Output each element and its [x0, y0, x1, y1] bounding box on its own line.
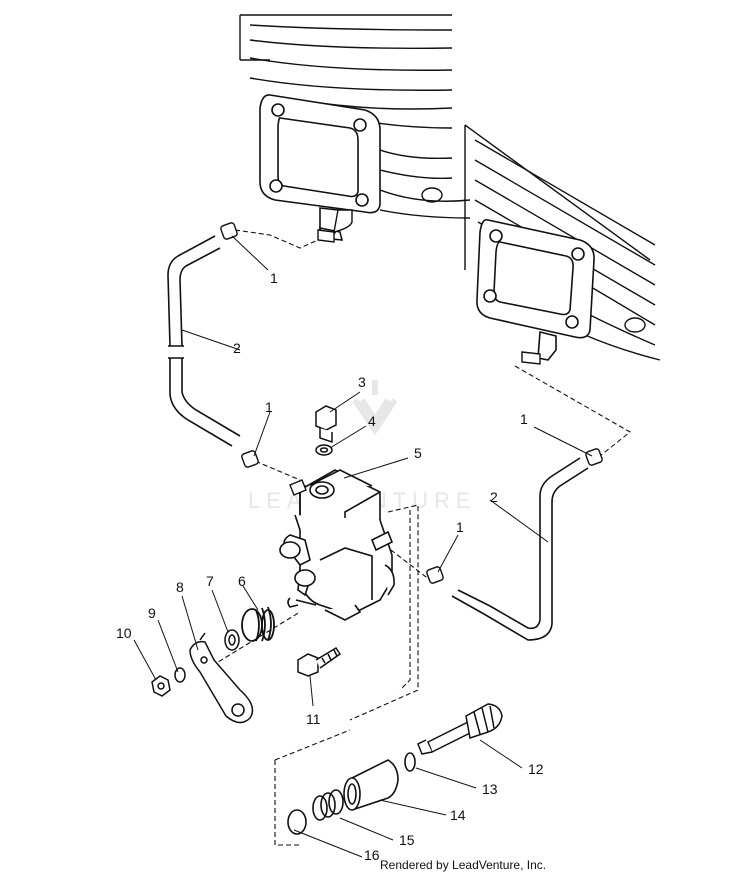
lock-washer [174, 667, 186, 683]
callout-12: 12 [528, 761, 544, 777]
shaft-o-ring [404, 752, 416, 772]
render-credit: Rendered by LeadVenture, Inc. [380, 858, 547, 872]
pump-drive-gear [417, 703, 503, 755]
callout-6: 6 [238, 573, 246, 589]
callout-leaders [133, 235, 593, 858]
return-spring [241, 606, 275, 642]
callout-1-upper-left: 1 [270, 270, 278, 286]
mounting-bolt [297, 646, 342, 677]
callout-7: 7 [206, 573, 214, 589]
callout-labels: 1 2 1 3 4 5 1 2 1 6 7 8 9 10 11 12 13 14… [116, 270, 544, 863]
callout-15: 15 [399, 832, 415, 848]
shaft-spring [312, 789, 344, 821]
callout-2-right-hose: 2 [490, 489, 498, 505]
sealing-washer [315, 444, 333, 456]
callout-1-upper-right: 1 [520, 411, 528, 427]
callout-4: 4 [368, 413, 376, 429]
oil-pump-assembly [279, 469, 395, 621]
shaft-bushing [343, 759, 399, 811]
callout-13: 13 [482, 781, 498, 797]
callout-5: 5 [414, 445, 422, 461]
callout-9: 9 [148, 605, 156, 621]
callout-2-left-hose: 2 [233, 340, 241, 356]
pump-inlet-fitting [289, 479, 307, 496]
left-cylinder [239, 14, 471, 219]
callout-11: 11 [306, 711, 321, 727]
seal-o-ring [287, 809, 307, 835]
hex-nut [151, 675, 171, 697]
right-exhaust-fitting [521, 351, 541, 365]
left-exhaust-fitting [317, 209, 353, 243]
callout-14: 14 [450, 807, 466, 823]
left-exhaust-flange [259, 94, 381, 241]
callout-10: 10 [116, 625, 132, 641]
assembly-leader-lines [204, 229, 631, 846]
right-exhaust-flange [476, 218, 595, 361]
callout-1-lower-left: 1 [265, 399, 273, 415]
watermark-logo-icon [352, 380, 398, 436]
right-oil-hose [451, 457, 589, 641]
callout-3: 3 [358, 374, 366, 390]
left-oil-hose [167, 235, 241, 447]
pump-control-lever [189, 632, 254, 724]
bleed-screw [315, 405, 337, 444]
callout-1-lower-right: 1 [456, 519, 464, 535]
callout-8: 8 [176, 579, 184, 595]
flat-washer [224, 629, 240, 651]
callout-16: 16 [364, 847, 380, 863]
